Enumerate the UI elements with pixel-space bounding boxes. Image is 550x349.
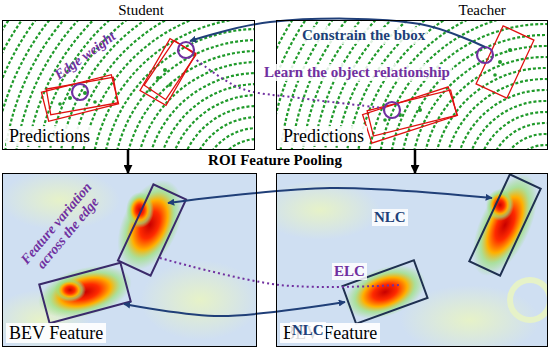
lidar-ring: [466, 101, 548, 150]
lidar-ring: [444, 79, 548, 150]
panel-label: BEV Feature: [6, 323, 106, 343]
process-label: ROI Feature Pooling: [205, 152, 345, 169]
student-panel: StudentPredictions: [2, 20, 255, 150]
teacher-bev-heatmap: [276, 173, 548, 347]
lidar-ring: [488, 123, 548, 150]
connector: [124, 302, 345, 316]
panel-label: Predictions: [280, 126, 367, 146]
lidar-ring: [190, 117, 255, 150]
lidar-arcs: [2, 20, 255, 150]
lidar-ring: [2, 20, 255, 150]
connector: [160, 258, 400, 287]
lidar-ring: [102, 29, 255, 150]
lidar-ring: [499, 134, 548, 150]
edge-label: NLC: [372, 209, 408, 226]
lidar-ring: [411, 46, 548, 150]
edge-label: Learn the object relationship: [262, 64, 452, 81]
lidar-ring: [276, 20, 548, 150]
lidar-ring: [179, 106, 255, 150]
edge-label: Constrain the bbox: [300, 27, 427, 44]
lidar-ring: [212, 139, 255, 150]
edge-label: ELC: [332, 263, 367, 280]
connector: [168, 188, 492, 203]
teacher-feature-panel: BEV Feature: [276, 173, 548, 347]
lidar-ring: [2, 20, 255, 150]
lidar-ring: [477, 112, 548, 150]
lidar-ring: [279, 20, 548, 150]
panel-heading: Student: [118, 2, 164, 19]
student-predictions: [41, 39, 196, 122]
lidar-ring: [157, 84, 255, 150]
connector: [127, 150, 130, 173]
lidar-ring: [3, 20, 255, 150]
lidar-arcs: [276, 20, 548, 150]
connector: [414, 150, 417, 173]
lidar-ring: [146, 73, 255, 150]
edge-label: NLC: [290, 322, 326, 339]
student-bev-heatmap: [2, 173, 257, 347]
lidar-ring: [276, 20, 548, 150]
lidar-ring: [2, 20, 255, 150]
lidar-ring: [276, 20, 548, 150]
lidar-ring: [201, 128, 255, 150]
panel-label: Predictions: [6, 126, 93, 146]
panel-heading: Teacher: [459, 2, 506, 19]
connector: [190, 19, 485, 47]
lidar-ring: [135, 62, 255, 150]
lidar-ring: [2, 20, 255, 150]
